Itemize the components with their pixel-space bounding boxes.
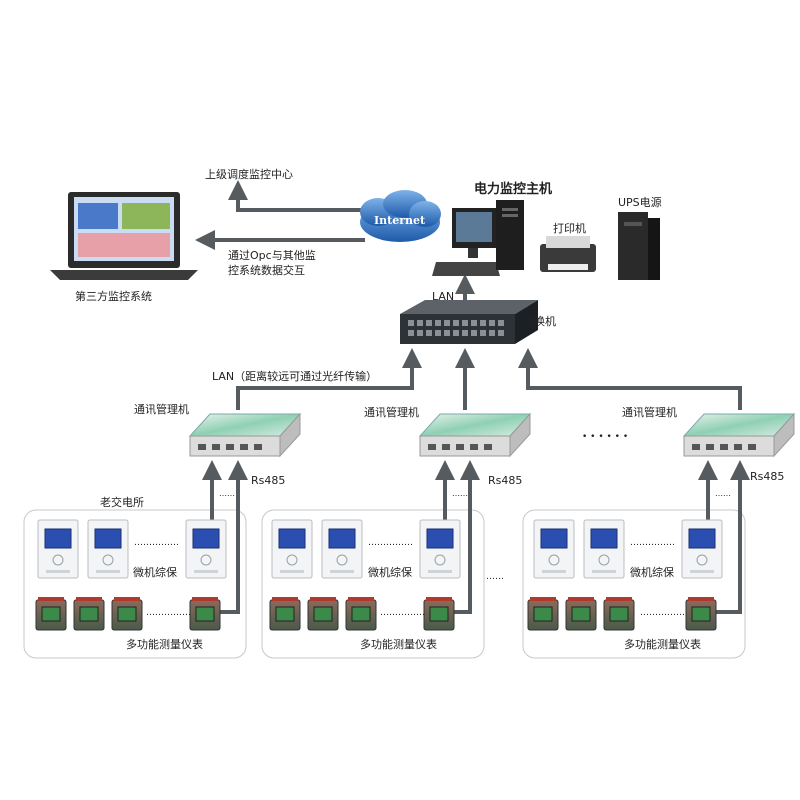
dots-rs485: …… [452, 489, 468, 498]
relay-device-icon [583, 519, 625, 579]
comm-manager-label: 通讯管理机 [134, 403, 189, 416]
ups-label: UPS电源 [618, 196, 662, 209]
printer-label: 打印机 [553, 222, 586, 235]
opc-label-line1: 通过Opc与其他监 [228, 249, 316, 262]
upper-center-label: 上级调度监控中心 [205, 168, 293, 181]
host-label: 电力监控主机 [474, 182, 553, 197]
substation-group-1 [23, 509, 247, 659]
rs485-label: Rs485 [251, 474, 286, 487]
rs485-label: Rs485 [488, 474, 523, 487]
meter-device-icon [527, 596, 559, 631]
opc-label-line2: 控系统数据交互 [228, 264, 305, 277]
relay-device-icon [37, 519, 79, 579]
relay-label: 微机综保 [368, 566, 412, 579]
meter-device-icon [73, 596, 105, 631]
laptop-icon [50, 192, 198, 280]
dots-rs485: …… [219, 489, 235, 498]
meter-label: 多功能测量仪表 [126, 638, 203, 651]
relay-label: 微机综保 [630, 566, 674, 579]
relay-device-icon [271, 519, 313, 579]
dots-rs485: …… [715, 489, 731, 498]
substation-group-2 [261, 509, 485, 659]
internet-cloud-icon [360, 190, 441, 242]
meter-device-icon [345, 596, 377, 631]
lan-long-label: LAN（距离较远可通过光纤传输） [212, 370, 378, 383]
substation-group-3 [522, 509, 746, 659]
meter-dots: …………… [640, 608, 685, 618]
meter-label: 多功能测量仪表 [360, 638, 437, 651]
relay-dots: …………… [134, 538, 179, 548]
comm-manager-icon [189, 413, 301, 457]
meter-device-icon [35, 596, 67, 631]
meter-device-icon [685, 596, 717, 631]
ups-icon [618, 212, 660, 280]
meter-device-icon [111, 596, 143, 631]
dots-between-groups: …… [486, 572, 504, 582]
relay-device-icon [681, 519, 723, 579]
relay-device-icon [533, 519, 575, 579]
relay-device-icon [321, 519, 363, 579]
relay-device-icon [419, 519, 461, 579]
meter-device-icon [423, 596, 455, 631]
switch-label: 交换机 [523, 315, 556, 328]
meter-device-icon [603, 596, 635, 631]
third-party-label: 第三方监控系统 [75, 290, 152, 303]
meter-device-icon [307, 596, 339, 631]
relay-label: 微机综保 [133, 566, 177, 579]
comm-manager-label: 通讯管理机 [622, 406, 677, 419]
switch-icon [400, 300, 538, 344]
relay-dots: …………… [368, 538, 413, 548]
meter-dots: …………… [380, 608, 425, 618]
meter-device-icon [565, 596, 597, 631]
meter-device-icon [269, 596, 301, 631]
relay-device-icon [185, 519, 227, 579]
lan-top-label: LAN [432, 290, 455, 303]
comm-manager-icon [419, 413, 531, 457]
meter-device-icon [189, 596, 221, 631]
relay-dots: …………… [630, 538, 675, 548]
comm-manager-icon [683, 413, 795, 457]
rs485-label: Rs485 [750, 470, 785, 483]
meter-label: 多功能测量仪表 [624, 638, 701, 651]
old-substation-label: 老交电所 [100, 496, 144, 509]
meter-dots: …………… [146, 608, 191, 618]
printer-icon [540, 236, 596, 272]
dots-between-managers: • • • • • • [582, 432, 629, 442]
host-computer-icon [432, 200, 524, 276]
internet-label: Internet [374, 214, 426, 227]
comm-manager-label: 通讯管理机 [364, 406, 419, 419]
relay-device-icon [87, 519, 129, 579]
